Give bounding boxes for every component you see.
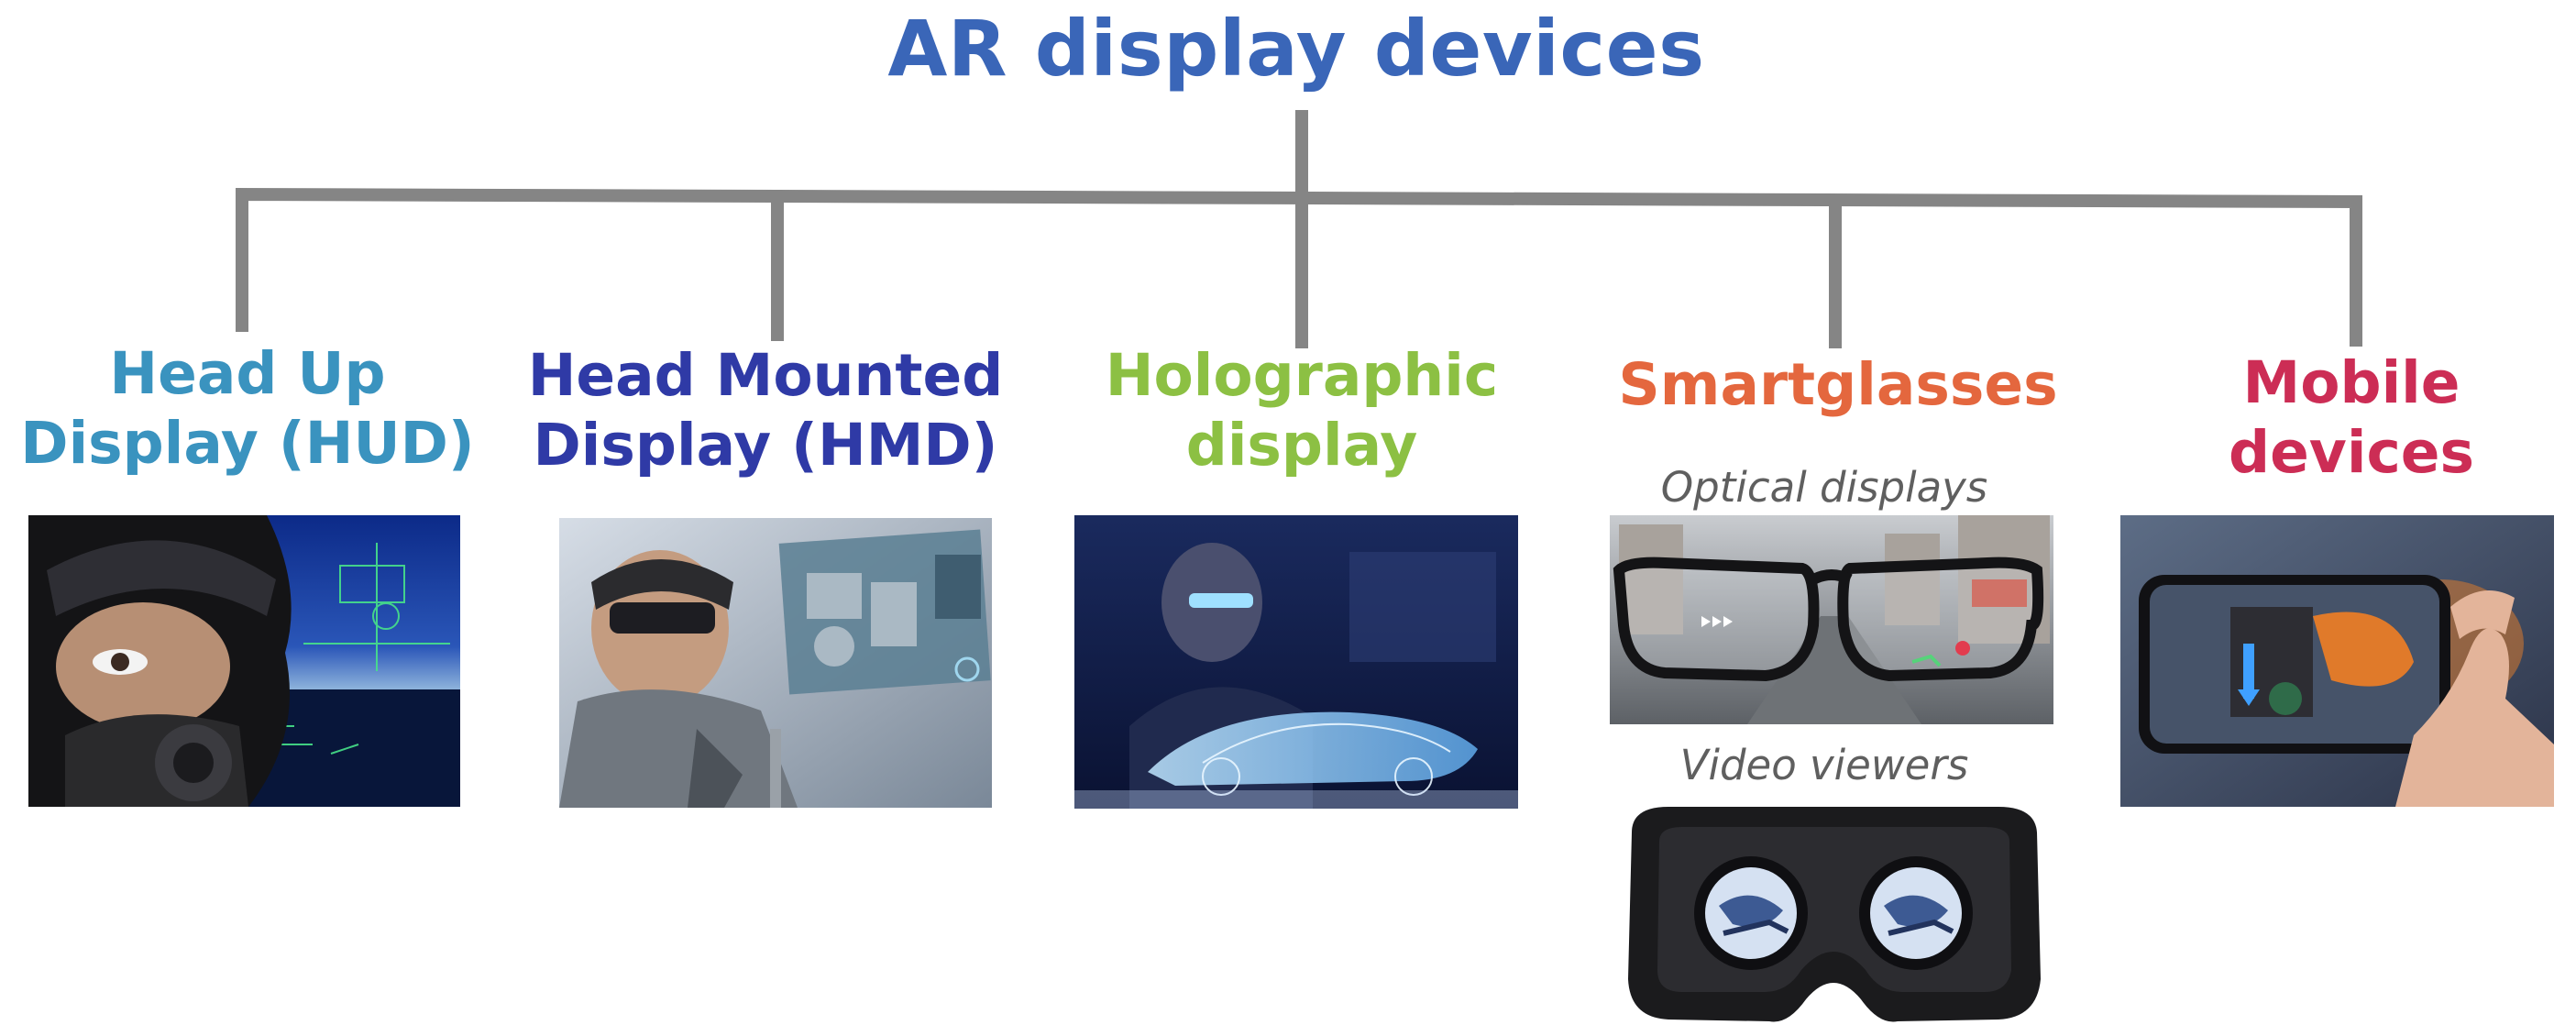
category-label-line: Holographic (1105, 342, 1499, 409)
hmd-photo (559, 518, 992, 808)
category-label-line: Head Up (109, 340, 386, 407)
subtype-label-video: Video viewers (1679, 741, 1969, 789)
hud-photo (28, 515, 460, 807)
optical-smartglasses-photo (1610, 515, 2053, 724)
category-label-holo: Holographic display (1073, 341, 1531, 480)
holographic-photo (1074, 515, 1518, 809)
category-label-mobile: Mobile devices (2136, 348, 2567, 488)
category-label-line: Smartglasses (1618, 351, 2058, 418)
subtype-label-optical: Optical displays (1660, 463, 1988, 512)
category-label-line: Display (HUD) (20, 410, 475, 477)
category-label-line: Mobile (2242, 349, 2460, 416)
category-label-smartglasses: Smartglasses (1609, 350, 2067, 420)
category-label-hmd: Head Mounted Display (HMD) (523, 341, 1008, 480)
category-label-hud: Head Up Display (HUD) (9, 339, 486, 479)
video-viewer-photo (1604, 796, 2063, 1030)
category-label-line: devices (2228, 419, 2475, 486)
category-label-line: Head Mounted (527, 342, 1004, 409)
category-label-line: Display (HMD) (533, 412, 998, 479)
mobile-photo (2120, 515, 2554, 807)
category-label-line: display (1185, 412, 1418, 479)
diagram-title: AR display devices (887, 4, 1705, 94)
